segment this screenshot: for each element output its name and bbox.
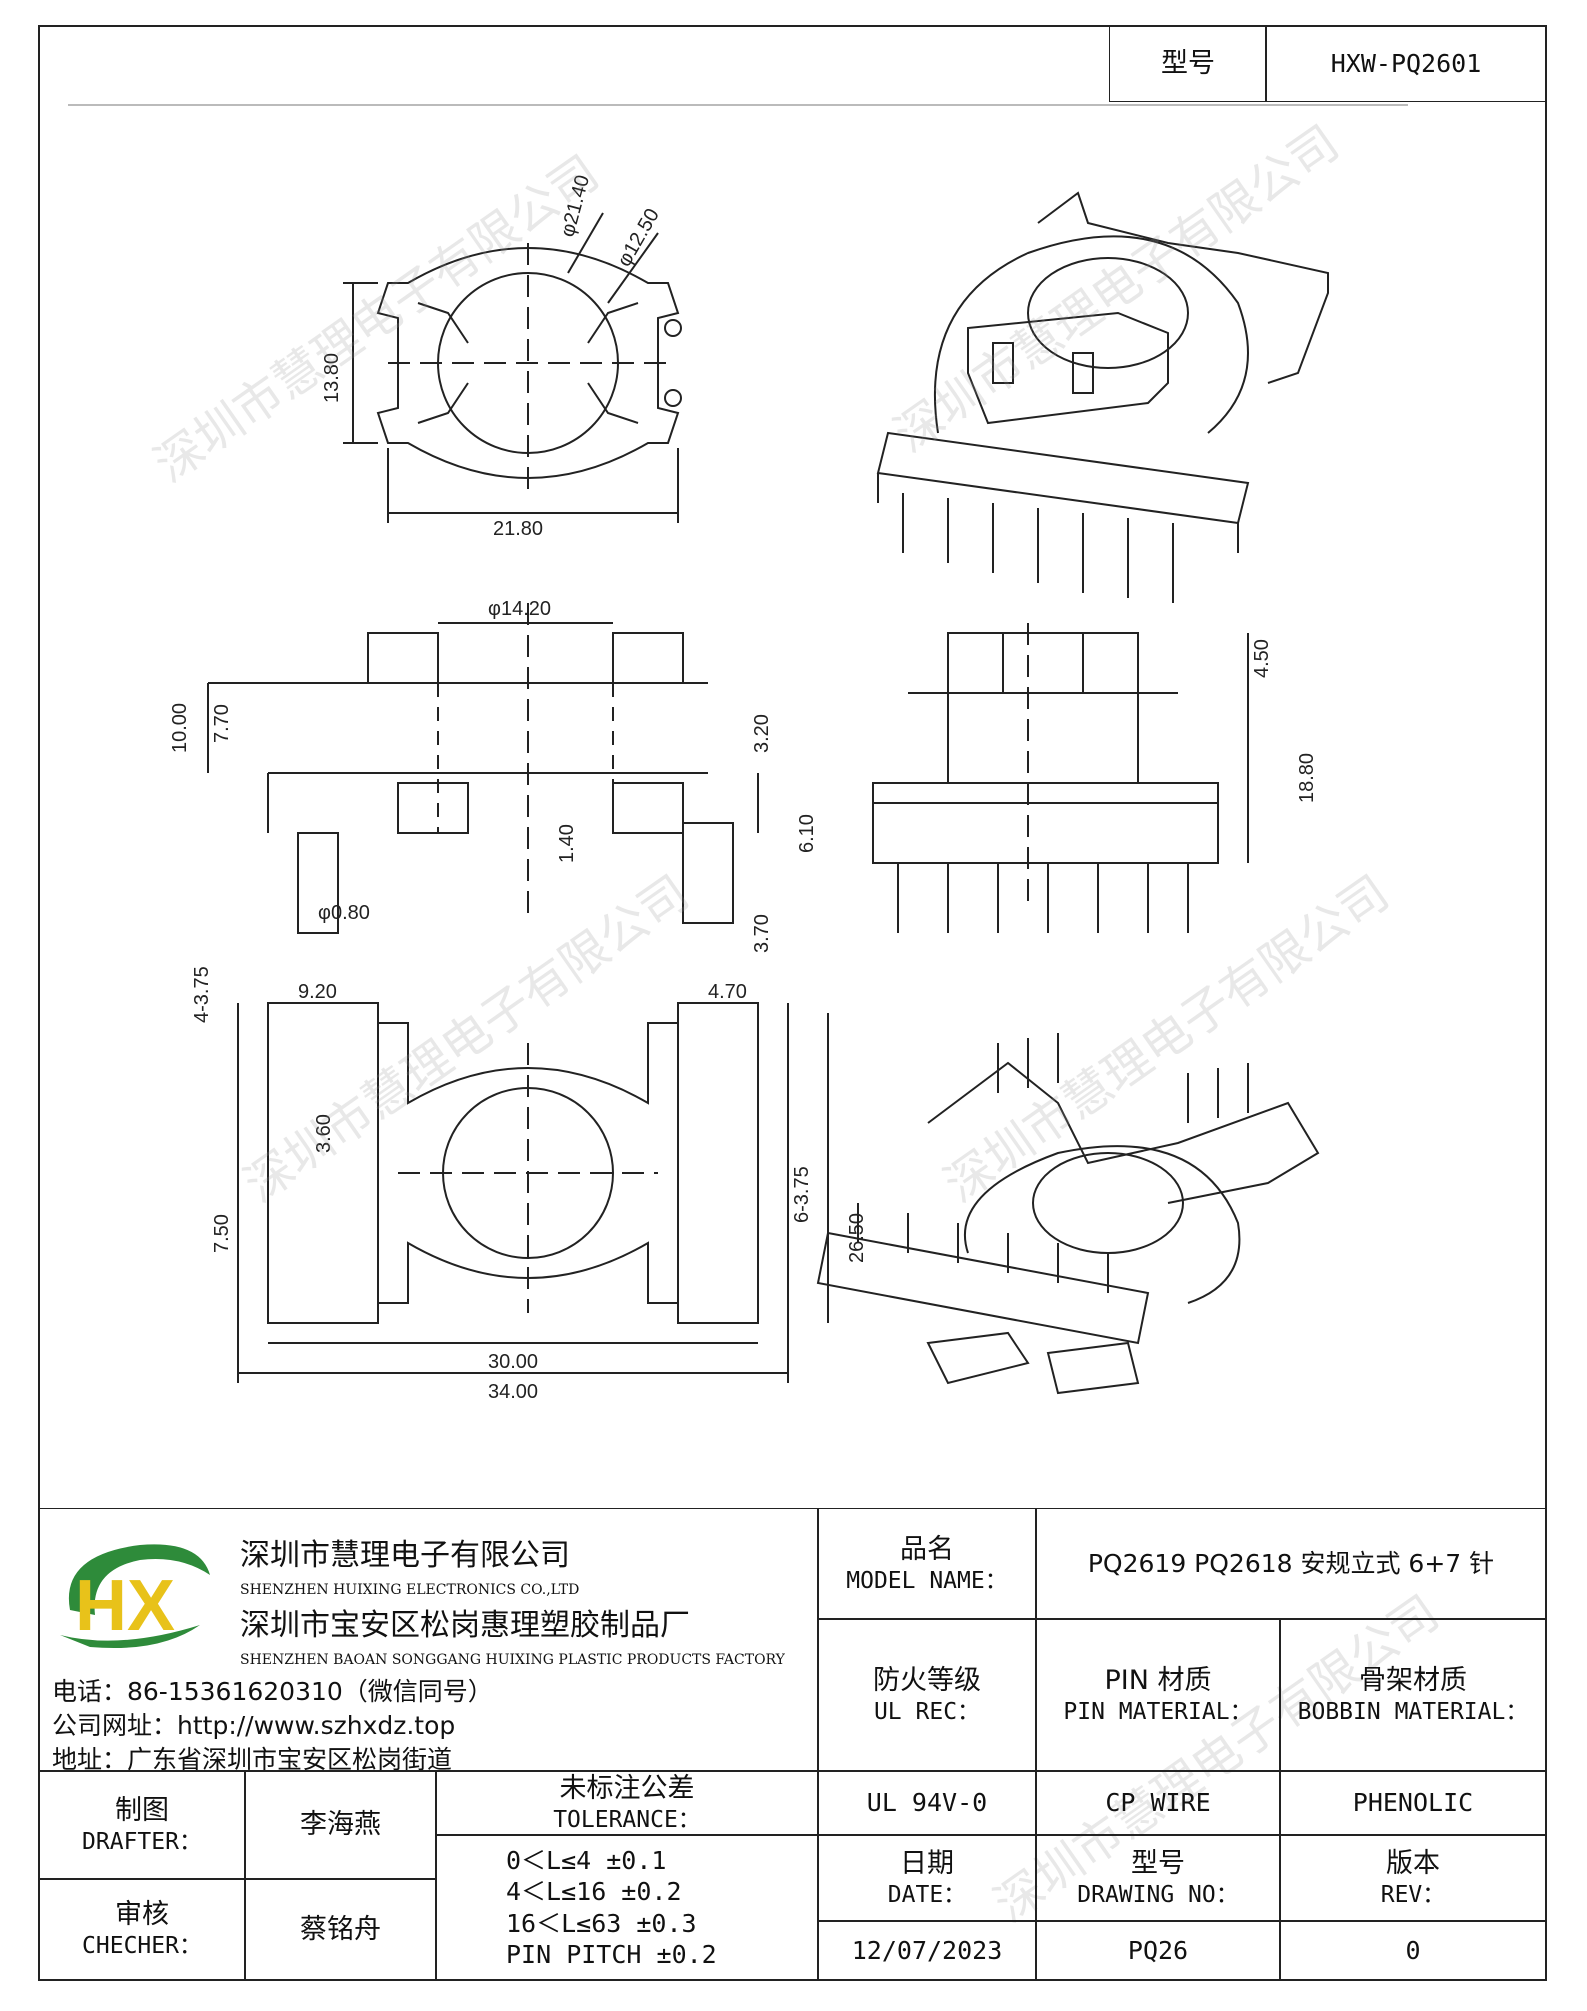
drafter-value: 李海燕 <box>244 1770 437 1880</box>
company-name-cn: 深圳市慧理电子有限公司 <box>240 1538 570 1573</box>
pin-material-value: CP WIRE <box>1035 1770 1281 1836</box>
company-website: 公司网址：http://www.szhxdz.top <box>52 1711 456 1740</box>
ul-value: UL 94V-0 <box>817 1770 1037 1836</box>
rev-en: REV： <box>1380 1881 1446 1908</box>
rev-value: 0 <box>1279 1920 1547 1981</box>
dim-g: 10.00 <box>169 703 191 753</box>
checker-label: 审核 CHECHER： <box>38 1878 246 1981</box>
drawing-no-value: PQ26 <box>1035 1920 1281 1981</box>
date-value: 12/07/2023 <box>817 1920 1037 1981</box>
model-value: HXW-PQ2601 <box>1265 25 1547 102</box>
factory-name-cn: 深圳市宝安区松岗惠理塑胶制品厂 <box>240 1608 690 1643</box>
rev-cn: 版本 <box>1386 1847 1440 1879</box>
dim-d: 21.80 <box>493 518 543 540</box>
bobbin-en: BOBBIN MATERIAL： <box>1297 1698 1529 1725</box>
dim-left: 9.20 <box>298 981 337 1003</box>
company-logo: HX <box>60 1544 210 1649</box>
model-label: 型号 <box>1109 25 1267 102</box>
dim-right: 4.70 <box>708 981 747 1003</box>
tolerance-en: TOLERANCE： <box>553 1806 701 1833</box>
dim-j2: 6.10 <box>796 814 818 853</box>
dim-e: φ14.20 <box>488 598 551 620</box>
side-view <box>207 603 759 934</box>
ul-cn: 防火等级 <box>873 1664 981 1696</box>
dim-a: φ21.40 <box>557 173 595 240</box>
dim-c: 13.80 <box>321 353 343 403</box>
drawing-no-cn: 型号 <box>1131 1847 1185 1879</box>
iso-view-top <box>876 191 1329 603</box>
iso-view-bottom <box>816 1033 1320 1395</box>
dim-pitch-l: 4-3.75 <box>191 966 213 1023</box>
dim-750: 7.50 <box>211 1214 233 1253</box>
company-address: 地址：广东省深圳市宝安区松岗街道 <box>52 1745 453 1774</box>
dim-pin: φ0.80 <box>318 902 370 924</box>
ul-label: 防火等级 UL REC： <box>817 1618 1037 1772</box>
tolerance-line: 4＜L≤16 ±0.2 <box>506 1877 682 1907</box>
bobbin-material-value: PHENOLIC <box>1279 1770 1547 1836</box>
header-rule <box>68 104 1408 106</box>
date-en: DATE： <box>887 1881 967 1908</box>
tolerance-line: PIN PITCH ±0.2 <box>506 1939 717 1969</box>
dim-f: 7.70 <box>211 704 233 743</box>
model-name-en: MODEL NAME： <box>846 1567 1008 1594</box>
company-block <box>38 1508 819 1772</box>
dim-l: 3.70 <box>751 914 773 953</box>
pin-en: PIN MATERIAL： <box>1063 1698 1253 1725</box>
dim-top: 4.50 <box>1251 639 1273 678</box>
rev-label: 版本 REV： <box>1279 1834 1547 1922</box>
company-name-en: SHENZHEN HUIXING ELECTRONICS CO.,LTD <box>240 1582 580 1598</box>
dim-2650: 26.50 <box>846 1213 868 1263</box>
dim-3000: 30.00 <box>488 1351 538 1373</box>
factory-name-en: SHENZHEN BAOAN SONGGANG HUIXING PLASTIC … <box>240 1652 785 1668</box>
drawing-no-label: 型号 DRAWING NO： <box>1035 1834 1281 1922</box>
dim-3400: 34.00 <box>488 1381 538 1403</box>
checker-cn: 审核 <box>115 1899 169 1931</box>
ul-en: UL REC： <box>873 1698 981 1725</box>
date-label: 日期 DATE： <box>817 1834 1037 1922</box>
bottom-view <box>237 1002 829 1383</box>
model-name-cn: 品名 <box>900 1533 954 1565</box>
drafter-en: DRAFTER： <box>82 1828 202 1855</box>
dim-pitch-r: 6-3.75 <box>791 1166 813 1223</box>
tolerance-cn: 未标注公差 <box>559 1772 695 1804</box>
logo-letters: HX <box>75 1566 175 1646</box>
dim-h: 1.40 <box>556 824 578 863</box>
drawing-no-en: DRAWING NO： <box>1077 1881 1239 1908</box>
dim-j1: 3.20 <box>751 714 773 753</box>
bobbin-cn: 骨架材质 <box>1359 1664 1467 1696</box>
drafter-label: 制图 DRAFTER： <box>38 1770 246 1880</box>
tolerance-list: 0＜L≤4 ±0.1 4＜L≤16 ±0.2 16＜L≤63 ±0.3 PIN … <box>435 1834 819 1981</box>
tolerance-label: 未标注公差 TOLERANCE： <box>435 1770 819 1836</box>
drafter-cn: 制图 <box>115 1794 169 1826</box>
pin-material-label: PIN 材质 PIN MATERIAL： <box>1035 1618 1281 1772</box>
top-view <box>343 212 682 523</box>
date-cn: 日期 <box>900 1847 954 1879</box>
tolerance-line: 16＜L≤63 ±0.3 <box>506 1908 697 1938</box>
dim-360: 3.60 <box>313 1114 335 1153</box>
company-phone: 电话：86-15361620310（微信同号） <box>52 1677 493 1706</box>
model-name-label: 品名 MODEL NAME： <box>817 1508 1037 1620</box>
checker-en: CHECHER： <box>82 1933 202 1959</box>
bobbin-material-label: 骨架材质 BOBBIN MATERIAL： <box>1279 1618 1547 1772</box>
pin-cn: PIN 材质 <box>1104 1664 1212 1696</box>
side-view-2 <box>872 623 1249 933</box>
technical-drawing: φ21.40 φ12.50 13.80 21.80 φ14.20 10.00 7… <box>169 173 1329 1403</box>
tolerance-line: 0＜L≤4 ±0.1 <box>506 1846 667 1875</box>
model-name-value: PQ2619 PQ2618 安规立式 6+7 针 <box>1035 1508 1547 1620</box>
dim-total: 18.80 <box>1296 753 1318 803</box>
checker-value: 蔡铭舟 <box>244 1878 437 1981</box>
